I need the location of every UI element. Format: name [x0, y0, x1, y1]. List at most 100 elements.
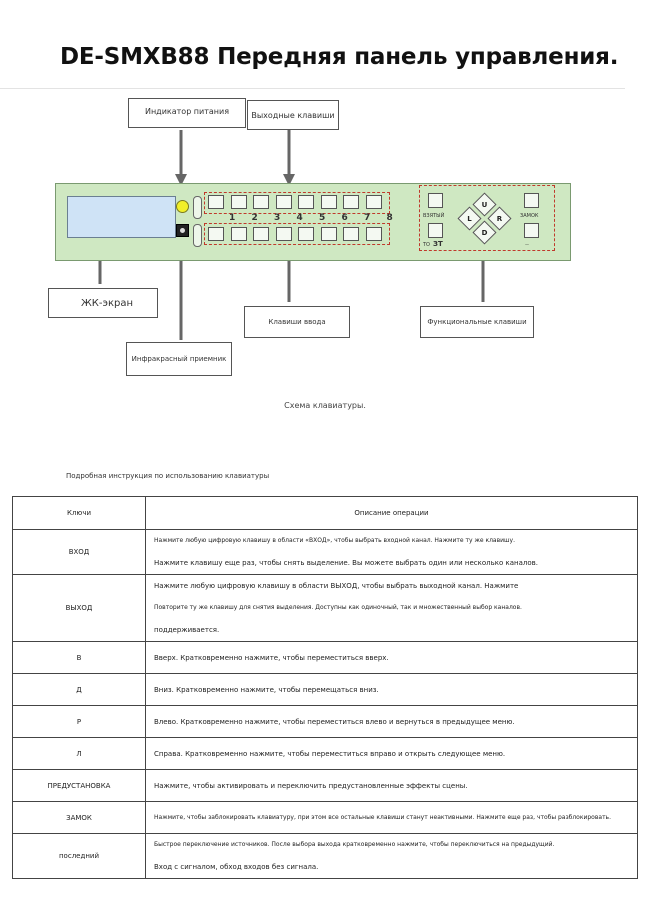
output-key-5[interactable]	[298, 195, 314, 209]
table-row: Р Влево. Кратковременно нажмите, чтобы пе…	[12, 705, 638, 738]
et-label: ЗТ	[433, 240, 443, 248]
input-key-4[interactable]	[275, 227, 292, 241]
key-cell: ВХОД	[12, 529, 146, 575]
keys-table: Ключи Описание операции ВХОД Нажмите любу…	[12, 496, 638, 879]
header-keys: Ключи	[12, 496, 146, 530]
power-indicator-led	[176, 200, 189, 213]
ir-receiver	[176, 224, 189, 237]
key-cell: ЗАМОК	[12, 801, 146, 834]
table-row: ЗАМОК Нажмите, чтобы заблокировать клавиа…	[12, 801, 638, 834]
instructions-subheading: Подробная инструкция по использованию кл…	[66, 472, 270, 480]
description-cell: Вниз. Кратковременно нажмите, чтобы пере…	[145, 673, 638, 706]
key-number: 6	[341, 213, 348, 223]
table-row: последний Быстрое переключение источников…	[12, 833, 638, 879]
preset-key[interactable]	[524, 223, 539, 238]
description-line: Нажмите, чтобы активировать и переключит…	[154, 781, 468, 790]
description-cell: Справа. Кратковременно нажмите, чтобы пе…	[145, 737, 638, 770]
callout-arrows	[94, 130, 489, 340]
description-cell: Быстрое переключение источников. После в…	[145, 833, 638, 879]
callout-function-keys: Функциональные клавиши	[420, 306, 534, 338]
output-key-2[interactable]	[230, 195, 247, 209]
take-key[interactable]	[428, 193, 443, 208]
preset-label: —	[525, 242, 529, 247]
key-number: 1	[229, 213, 236, 223]
indicator-slot-top	[193, 196, 202, 219]
description-cell: Нажмите любую цифровую клавишу в области…	[145, 529, 638, 575]
callout-lcd-screen: ЖК-экран	[48, 288, 158, 318]
lock-label: ЗАМОК	[520, 213, 539, 219]
right-key-label: R	[496, 214, 503, 223]
table-row: В Вверх. Кратковременно нажмите, чтобы пе…	[12, 641, 638, 674]
input-key-1[interactable]	[208, 227, 224, 241]
key-cell: последний	[12, 833, 146, 879]
key-cell: ВЫХОД	[12, 574, 146, 642]
take-label: ВЗЯТЫЙ	[423, 213, 445, 219]
description-line: Справа. Кратковременно нажмите, чтобы пе…	[154, 749, 506, 758]
input-key-8[interactable]	[365, 227, 382, 241]
key-cell: Р	[12, 705, 146, 738]
description-line: Нажмите любую цифровую клавишу в области…	[154, 582, 519, 590]
table-header-row: Ключи Описание операции	[12, 496, 638, 530]
lock-key[interactable]	[524, 193, 539, 208]
output-key-1[interactable]	[208, 195, 224, 209]
key-number: 5	[319, 213, 326, 223]
table-row: Д Вниз. Кратковременно нажмите, чтобы пер…	[12, 673, 638, 706]
table-row: ПРЕДУСТАНОВКА Нажмите, чтобы активировать…	[12, 769, 638, 802]
input-key-3[interactable]	[253, 227, 269, 241]
description-line: Вверх. Кратковременно нажмите, чтобы пер…	[154, 653, 389, 662]
description-cell: Нажмите, чтобы заблокировать клавиатуру,…	[145, 801, 638, 834]
header-description: Описание операции	[145, 496, 638, 530]
input-key-7[interactable]	[343, 227, 359, 241]
key-cell: В	[12, 641, 146, 674]
input-key-5[interactable]	[298, 227, 314, 241]
description-line: поддерживается.	[154, 626, 220, 634]
to-label: ТО	[423, 242, 430, 248]
left-key-label: L	[467, 214, 472, 223]
table-row: ВХОД Нажмите любую цифровую клавишу в обл…	[12, 529, 638, 575]
indicator-slot-bottom	[193, 224, 202, 247]
key-number: 4	[296, 213, 303, 223]
header-divider	[0, 88, 625, 89]
input-key-2[interactable]	[230, 227, 247, 241]
callout-ir-receiver: Инфракрасный приемник	[126, 342, 232, 376]
output-key-6[interactable]	[320, 195, 337, 209]
output-key-3[interactable]	[253, 195, 269, 209]
function-keys-zone	[419, 185, 555, 251]
description-cell: Нажмите любую цифровую клавишу в области…	[145, 574, 638, 642]
description-line: Нажмите любую цифровую клавишу в области…	[154, 537, 515, 544]
callout-power-indicator: Индикатор питания	[128, 98, 246, 128]
callout-input-keys: Клавиши ввода	[244, 306, 350, 338]
input-keys-zone	[204, 223, 390, 245]
description-cell: Влево. Кратковременно нажмите, чтобы пер…	[145, 705, 638, 738]
output-keys-zone	[204, 192, 390, 214]
key-number: 8	[386, 213, 393, 223]
output-key-4[interactable]	[275, 195, 292, 209]
key-number: 7	[364, 213, 371, 223]
key-cell: Д	[12, 673, 146, 706]
description-cell: Нажмите, чтобы активировать и переключит…	[145, 769, 638, 802]
up-key-label: U	[481, 200, 488, 209]
input-key-6[interactable]	[320, 227, 337, 241]
output-key-8[interactable]	[365, 195, 382, 209]
output-key-7[interactable]	[343, 195, 359, 209]
lcd-screen	[67, 196, 176, 238]
front-panel: 1 2 3 4 5 6 7 8 ВЗЯТЫЙ ТО ЗТ ЗАМОК — U L R D	[55, 183, 571, 261]
description-line: Быстрое переключение источников. После в…	[154, 841, 555, 848]
to-key[interactable]	[428, 223, 443, 238]
table-row: Л Справа. Кратковременно нажмите, чтобы п…	[12, 737, 638, 770]
description-line: Нажмите клавишу еще раз, чтобы снять выд…	[154, 559, 538, 567]
description-line: Вход с сигналом, обход входов без сигнал…	[154, 863, 319, 871]
table-row: ВЫХОД Нажмите любую цифровую клавишу в об…	[12, 574, 638, 642]
key-number: 3	[274, 213, 281, 223]
key-cell: ПРЕДУСТАНОВКА	[12, 769, 146, 802]
description-line: Влево. Кратковременно нажмите, чтобы пер…	[154, 717, 515, 726]
diagram-caption: Схема клавиатуры.	[284, 401, 366, 410]
callout-output-keys: Выходные клавиши	[247, 100, 339, 130]
description-line: Нажмите, чтобы заблокировать клавиатуру,…	[154, 813, 612, 821]
description-line: Повторите ту же клавишу для снятия выдел…	[154, 604, 522, 611]
description-line: Вниз. Кратковременно нажмите, чтобы пере…	[154, 685, 379, 694]
description-cell: Вверх. Кратковременно нажмите, чтобы пер…	[145, 641, 638, 674]
key-cell: Л	[12, 737, 146, 770]
down-key-label: D	[481, 228, 488, 237]
key-number: 2	[251, 213, 258, 223]
